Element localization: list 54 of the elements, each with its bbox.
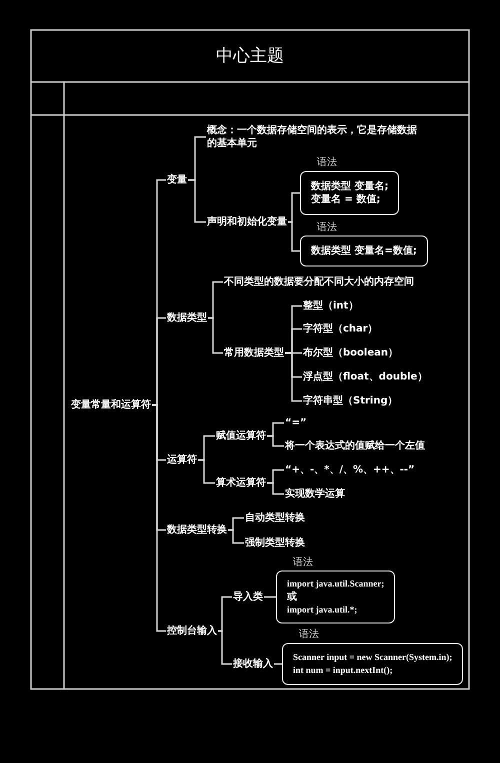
topic-label: 接收输入 xyxy=(232,658,274,670)
topic-label: 自动类型转换 xyxy=(244,512,306,524)
code-line: int num = input.nextInt(); xyxy=(293,664,393,677)
code-line: import java.util.*; xyxy=(287,604,358,616)
topic-label: 强制类型转换 xyxy=(244,536,306,550)
title: 中心主题 xyxy=(216,45,284,67)
code-box xyxy=(276,570,396,624)
code-line: Scanner input = new Scanner(System.in); xyxy=(293,651,452,664)
topic-label: “=” xyxy=(284,416,308,430)
topic-label: 常用数据类型 xyxy=(223,346,285,360)
topic-label: 控制台输入 xyxy=(166,624,218,638)
topic-label: “+、-、*、/、%、++、--” xyxy=(284,464,416,476)
connector-line xyxy=(267,482,284,495)
topic-label: 字符型（char） xyxy=(302,322,379,336)
connector-line xyxy=(264,596,276,598)
code-line: 变量名 = 数值; xyxy=(311,193,380,206)
topic-label: 将一个表达式的值赋给一个左值 xyxy=(284,440,426,452)
code-box xyxy=(300,171,400,215)
connector-line xyxy=(288,221,300,252)
connector-line xyxy=(218,630,232,665)
topic-label: 布尔型（boolean） xyxy=(302,346,399,360)
topic-label: 整型（int） xyxy=(302,300,360,312)
box-caption: 语法 xyxy=(293,556,313,568)
topic-label: 声明和初始化变量 xyxy=(206,216,288,228)
connector-line xyxy=(198,459,215,484)
connector-line xyxy=(267,435,284,447)
topic-label: 概念：一个数据存储空间的表示，它是存储数据的基本单元 xyxy=(206,124,420,150)
connector-line xyxy=(152,404,166,632)
topic-label: 变量常量和运算符 xyxy=(70,398,152,412)
topic-label: 变量 xyxy=(166,174,188,186)
code-box xyxy=(300,236,428,266)
box-caption: 语法 xyxy=(317,156,337,169)
topic-label: 数据类型 xyxy=(166,312,208,324)
box-caption: 语法 xyxy=(299,628,319,641)
topic-label: 导入类 xyxy=(232,590,264,604)
code-line: 数据类型 变量名=数值; xyxy=(311,244,417,258)
box-caption: 语法 xyxy=(317,220,337,234)
connector-line xyxy=(208,317,223,354)
code-line: 或 xyxy=(287,590,297,604)
connector-line xyxy=(188,179,206,223)
code-box xyxy=(282,643,464,685)
code-line: 数据类型 变量名; xyxy=(311,180,388,193)
connector-line xyxy=(285,352,302,402)
connector-line xyxy=(274,663,282,665)
connector-line xyxy=(228,529,244,544)
topic-label: 实现数学运算 xyxy=(284,488,346,500)
topic-label: 不同类型的数据要分配不同大小的内存空间 xyxy=(223,276,415,288)
topic-label: 浮点型（float、double） xyxy=(302,370,428,384)
topic-label: 算术运算符 xyxy=(215,476,267,490)
topic-label: 数据类型转换 xyxy=(166,524,228,536)
topic-label: 运算符 xyxy=(166,454,198,466)
topic-label: 字符串型（String） xyxy=(302,394,399,408)
topic-label: 赋值运算符 xyxy=(215,430,267,442)
code-line: import java.util.Scanner; xyxy=(287,578,384,590)
